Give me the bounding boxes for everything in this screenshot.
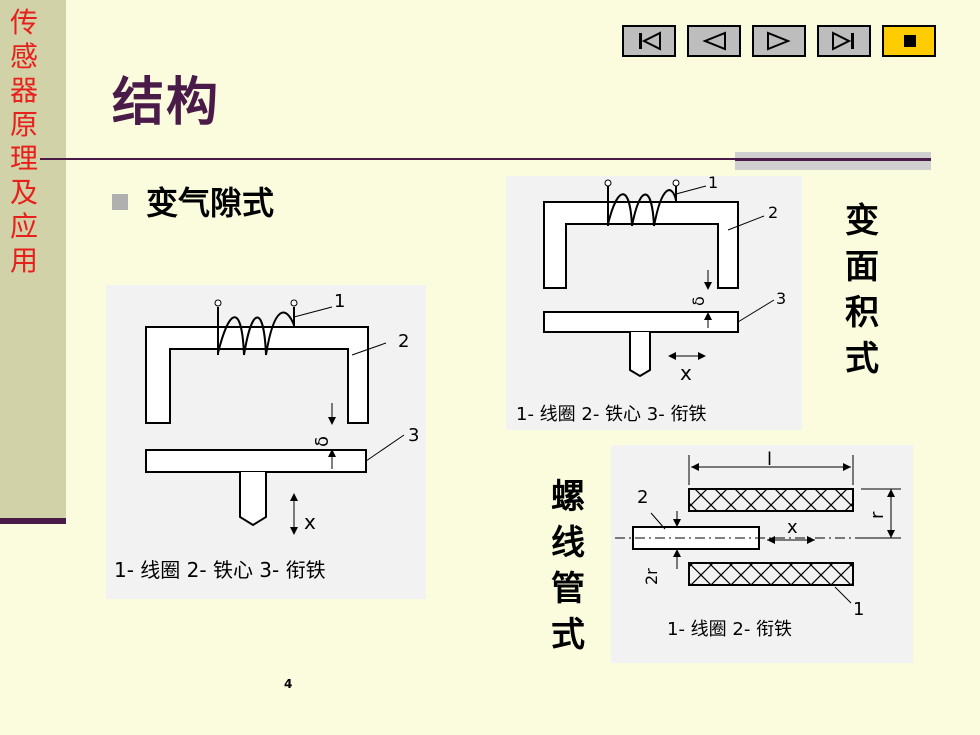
solenoid-drawing: l 2 x r 1 2r 1- 线圈 2- 衔铁 xyxy=(615,449,901,640)
label-x: x xyxy=(787,517,798,538)
label-2: 2 xyxy=(637,487,648,508)
label-l: l xyxy=(767,449,772,470)
page-number: 4 xyxy=(284,677,293,691)
sidebar-title: 传 感 器 原 理 及 应 用 xyxy=(9,6,38,277)
bullet-text: 变气隙式 xyxy=(146,184,275,222)
variable-gap-drawing: 1 2 3 δ x 1- 线圈 2- 铁心 3- 衔铁 xyxy=(114,291,419,582)
label-x: x xyxy=(304,510,316,534)
variable-gap-diagram: 1 2 3 δ x 1- 线圈 2- 铁心 3- 衔铁 xyxy=(106,285,426,599)
previous-icon xyxy=(702,31,726,51)
sidebar xyxy=(0,0,66,523)
caption: 1- 线圈 2- 铁心 3- 衔铁 xyxy=(114,558,326,582)
title-rule xyxy=(40,158,930,160)
next-icon xyxy=(767,31,791,51)
label-delta: δ xyxy=(312,436,333,447)
bullet-square-icon xyxy=(112,194,128,210)
slide-title: 结构 xyxy=(112,73,221,133)
first-icon xyxy=(639,31,661,51)
first-slide-button[interactable] xyxy=(622,25,676,57)
variable-area-label: 变 面 积 式 xyxy=(845,201,879,379)
solenoid-diagram: l 2 x r 1 2r 1- 线圈 2- 衔铁 xyxy=(611,445,913,663)
caption: 1- 线圈 2- 衔铁 xyxy=(667,619,792,640)
variable-area-diagram: 1 2 3 δ x 1- 线圈 2- 铁心 3- 衔铁 xyxy=(506,173,802,430)
label-2r: 2r xyxy=(642,568,661,585)
label-3: 3 xyxy=(408,425,419,446)
label-delta: δ xyxy=(689,296,708,306)
last-icon xyxy=(832,31,854,51)
solenoid-label: 螺 线 管 式 xyxy=(551,477,585,655)
label-1: 1 xyxy=(334,291,345,312)
next-slide-button[interactable] xyxy=(752,25,806,57)
label-x: x xyxy=(680,361,692,385)
label-r: r xyxy=(867,511,888,519)
label-2: 2 xyxy=(398,331,409,352)
sidebar-bar xyxy=(0,518,66,524)
previous-slide-button[interactable] xyxy=(687,25,741,57)
last-slide-button[interactable] xyxy=(817,25,871,57)
stop-icon xyxy=(904,35,916,47)
label-2: 2 xyxy=(768,203,778,222)
end-show-button[interactable] xyxy=(882,25,936,57)
title-accent xyxy=(735,152,931,170)
caption: 1- 线圈 2- 铁心 3- 衔铁 xyxy=(516,404,706,425)
title-accent-line xyxy=(735,158,931,161)
variable-area-drawing: 1 2 3 δ x 1- 线圈 2- 铁心 3- 衔铁 xyxy=(516,173,786,425)
label-1: 1 xyxy=(853,599,864,620)
label-1: 1 xyxy=(708,176,718,192)
label-3: 3 xyxy=(776,289,786,308)
